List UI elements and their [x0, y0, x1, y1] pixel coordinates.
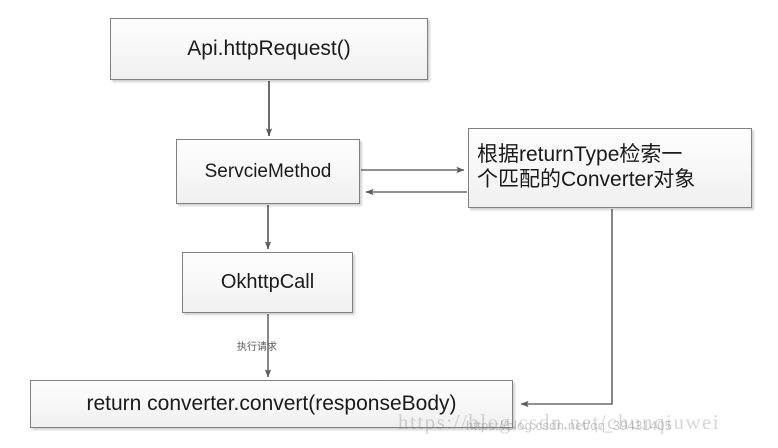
node-api-http-request[interactable]: Api.httpRequest(): [110, 18, 428, 80]
node-return-converter-convert[interactable]: return converter.convert(responseBody): [30, 380, 513, 428]
node-okhttp-call[interactable]: OkhttpCall: [182, 252, 353, 313]
node-service-method[interactable]: ServcieMethod: [176, 139, 360, 204]
node-converter-lookup[interactable]: 根据returnType检索一 个匹配的Converter对象: [468, 128, 752, 208]
edge-label-execute-request: 执行请求: [237, 342, 277, 353]
edge-converter-to-return: [520, 209, 613, 408]
